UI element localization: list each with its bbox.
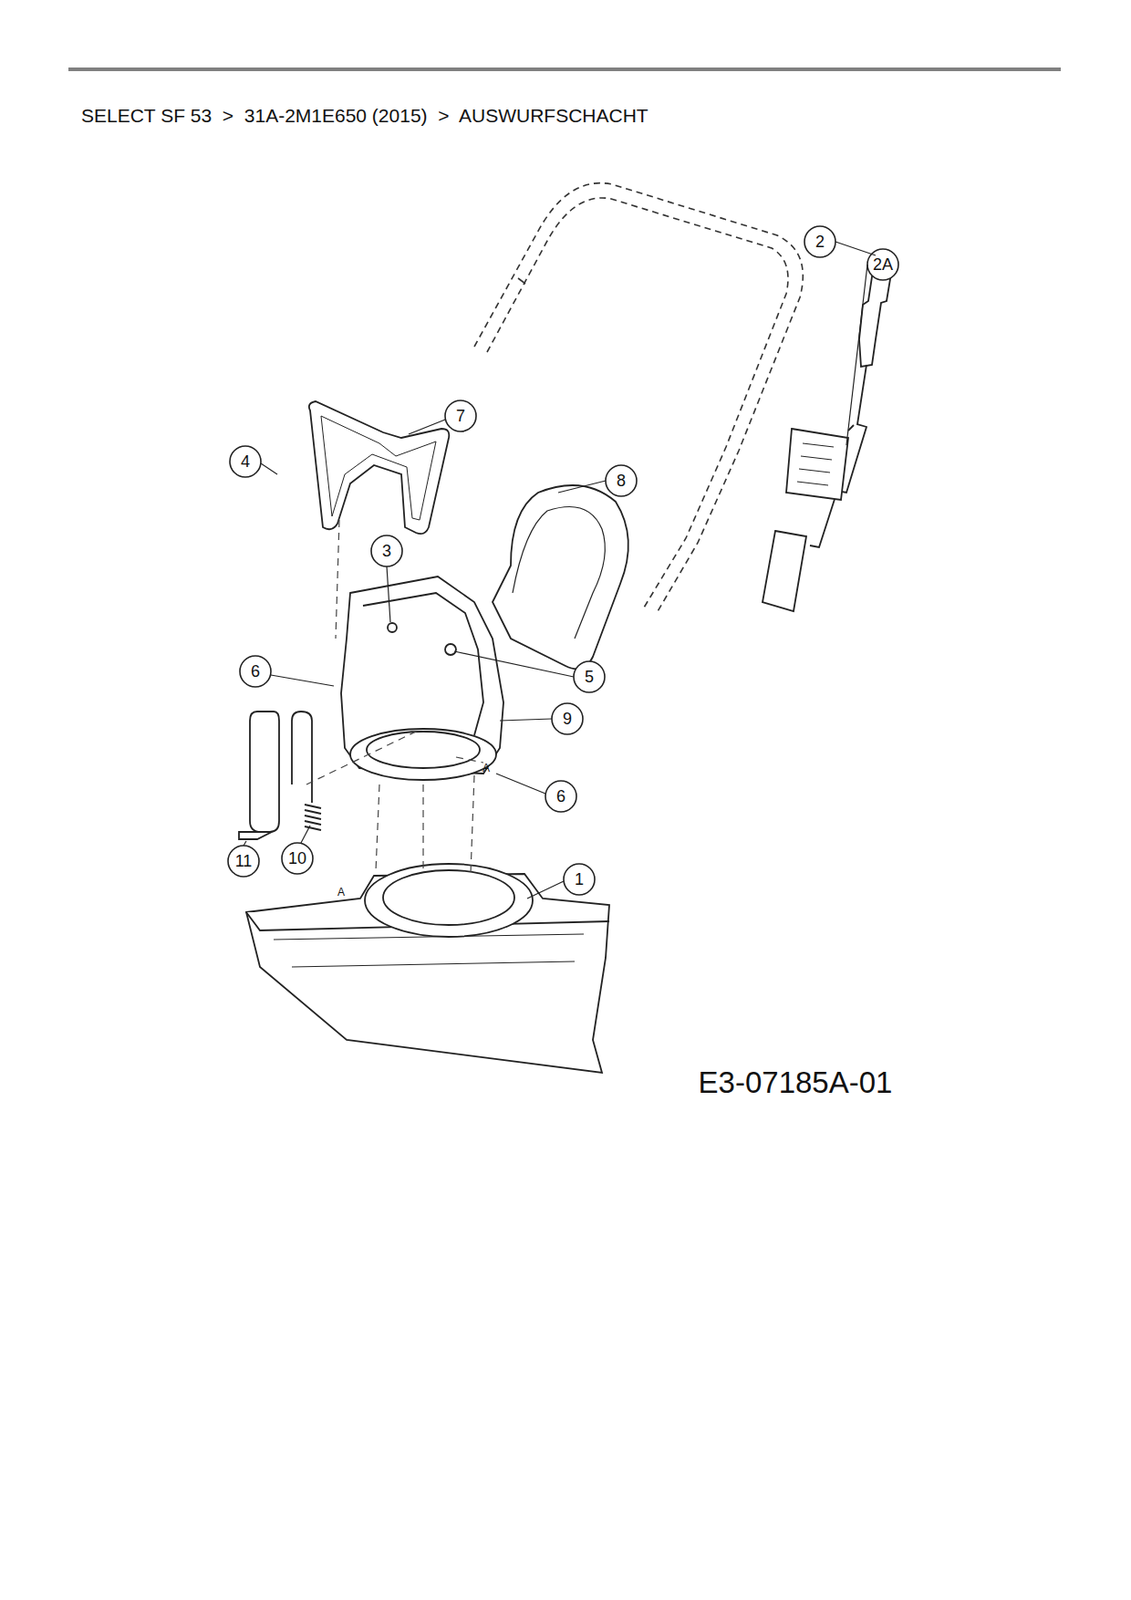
callout-number: 10	[288, 850, 307, 867]
deflector	[309, 401, 449, 534]
callout-number: 8	[616, 472, 626, 489]
reference-letter: A	[482, 762, 490, 774]
chute-crank	[762, 264, 893, 612]
chute-bracket	[492, 485, 629, 669]
callout-number: 1	[574, 871, 584, 888]
header-rule	[68, 67, 1061, 72]
callout-number: 6	[556, 788, 566, 805]
callout-number: 2A	[872, 256, 893, 273]
callout-number: 9	[562, 710, 572, 727]
callout-number: 5	[584, 668, 594, 685]
chute	[341, 576, 504, 780]
callout-number: 2	[815, 233, 825, 250]
callout-circles	[228, 226, 899, 895]
assembly-lines	[306, 519, 484, 874]
callout-number: 3	[382, 542, 392, 560]
springs	[238, 711, 322, 840]
leader-lines	[243, 241, 876, 899]
reference-letter: A	[337, 886, 345, 898]
callout-number: 11	[235, 852, 253, 870]
drawing-number: E3-07185A-01	[698, 1067, 893, 1098]
callout-number: 7	[456, 407, 466, 425]
breadcrumb-title: SELECT SF 53 > 31A-2M1E650 (2015) > AUSW…	[81, 105, 649, 125]
housing	[246, 863, 610, 1073]
callout-number: 4	[240, 453, 250, 470]
callout-number: 6	[250, 663, 260, 680]
